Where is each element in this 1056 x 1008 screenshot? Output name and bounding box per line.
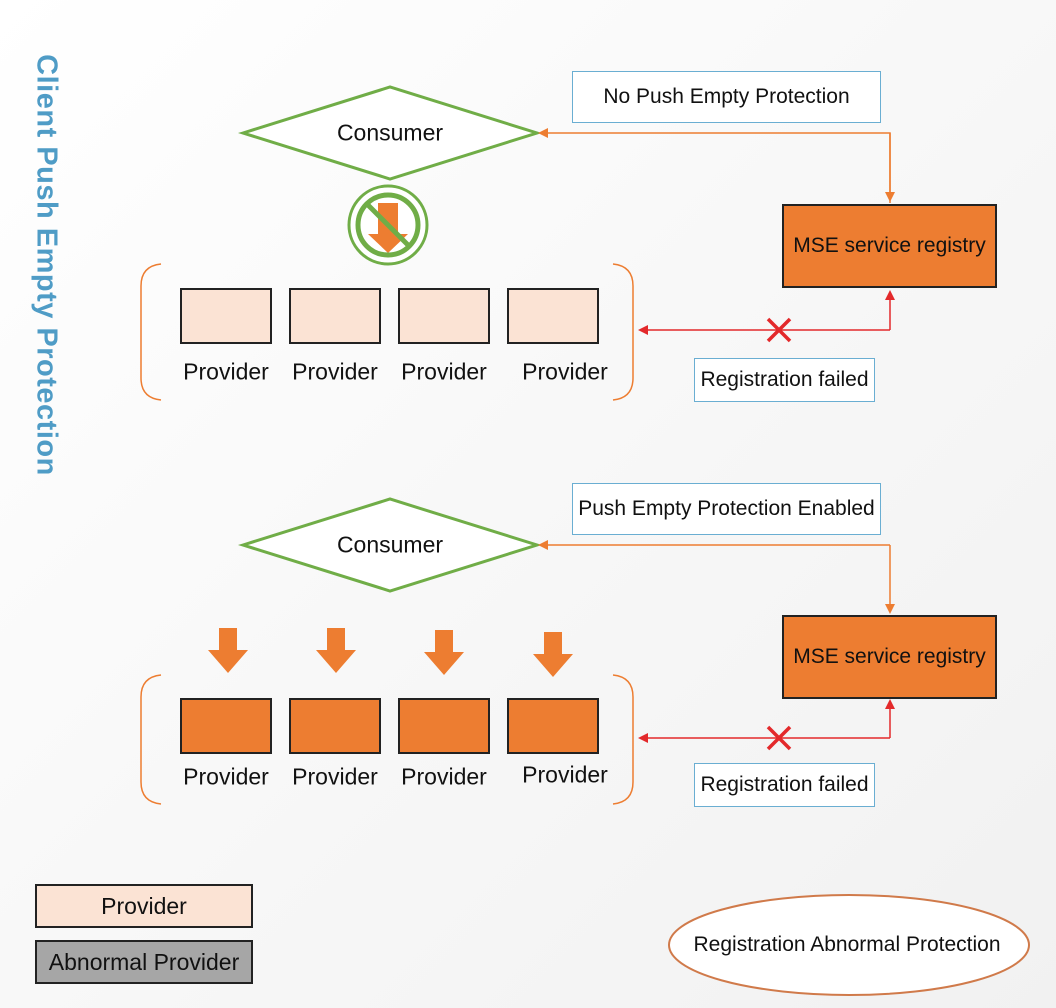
- down-arrow-icon: [533, 632, 573, 677]
- consumer-label-top: Consumer: [336, 119, 444, 146]
- consumer-diamond-bottom: [237, 497, 543, 593]
- abnormal-provider-box: [289, 698, 381, 754]
- provider-label: Provider: [401, 763, 487, 790]
- down-arrow-icon: [208, 628, 248, 673]
- provider-label: Provider: [292, 358, 378, 385]
- legend-registration-abnormal-protection: Registration Abnormal Protection: [693, 933, 1001, 956]
- down-arrow-icon: [424, 630, 464, 675]
- legend-provider: Provider: [35, 884, 253, 928]
- provider-label: Provider: [292, 763, 378, 790]
- provider-group-bracket-left-bottom: [140, 674, 162, 805]
- provider-label: Provider: [401, 358, 487, 385]
- consumer-diamond-top: [237, 85, 543, 181]
- provider-label: Provider: [183, 763, 269, 790]
- no-entry-icon: [347, 184, 429, 266]
- mse-service-registry-top: MSE service registry: [782, 204, 997, 288]
- legend-abnormal-provider: Abnormal Provider: [35, 940, 253, 984]
- abnormal-provider-box: [180, 698, 272, 754]
- provider-group-bracket-left-top: [140, 263, 162, 401]
- down-arrow-icon: [316, 628, 356, 673]
- provider-box: [180, 288, 272, 344]
- push-connector-top: [538, 128, 891, 203]
- push-empty-protection-enabled-note: Push Empty Protection Enabled: [572, 483, 881, 535]
- provider-box: [507, 288, 599, 344]
- provider-label: Provider: [183, 358, 269, 385]
- provider-box: [398, 288, 490, 344]
- abnormal-provider-box: [507, 698, 599, 754]
- registration-failed-note-top: Registration failed: [694, 358, 875, 402]
- cross-icon: [766, 725, 792, 751]
- protection-ellipse: [668, 894, 1030, 996]
- no-push-empty-protection-note: No Push Empty Protection: [572, 71, 881, 123]
- consumer-label-bottom: Consumer: [336, 531, 444, 558]
- abnormal-provider-box: [398, 698, 490, 754]
- provider-label: Provider: [522, 358, 608, 385]
- mse-service-registry-bottom: MSE service registry: [782, 615, 997, 699]
- cross-icon: [766, 317, 792, 343]
- registration-failed-note-bottom: Registration failed: [694, 763, 875, 807]
- provider-label: Provider: [522, 761, 608, 788]
- provider-group-bracket-right-top: [612, 263, 634, 401]
- provider-box: [289, 288, 381, 344]
- provider-group-bracket-right-bottom: [612, 674, 634, 805]
